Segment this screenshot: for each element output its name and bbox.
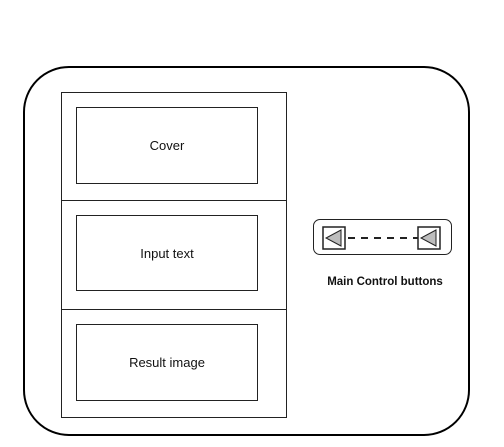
input-text-label: Input text	[140, 245, 194, 261]
main-control-buttons-box	[313, 219, 452, 255]
right-play-reverse-icon	[419, 229, 437, 247]
device-frame	[23, 66, 470, 436]
panel-stack: Cover Input text Result image	[61, 92, 287, 418]
right-control-button[interactable]	[417, 226, 441, 250]
result-image-label: Result image	[129, 355, 205, 370]
input-text-box[interactable]: Input text	[76, 215, 258, 291]
left-play-reverse-icon	[324, 229, 342, 247]
left-control-button[interactable]	[322, 226, 346, 250]
main-control-buttons-graphic	[322, 226, 441, 250]
result-image-section: Result image	[62, 310, 286, 417]
result-image-box: Result image	[76, 324, 258, 401]
main-control-buttons-caption: Main Control buttons	[327, 276, 443, 288]
cover-box: Cover	[76, 107, 258, 184]
cover-label: Cover	[149, 138, 185, 153]
input-text-section: Input text	[62, 201, 286, 310]
cover-section: Cover	[62, 93, 286, 201]
